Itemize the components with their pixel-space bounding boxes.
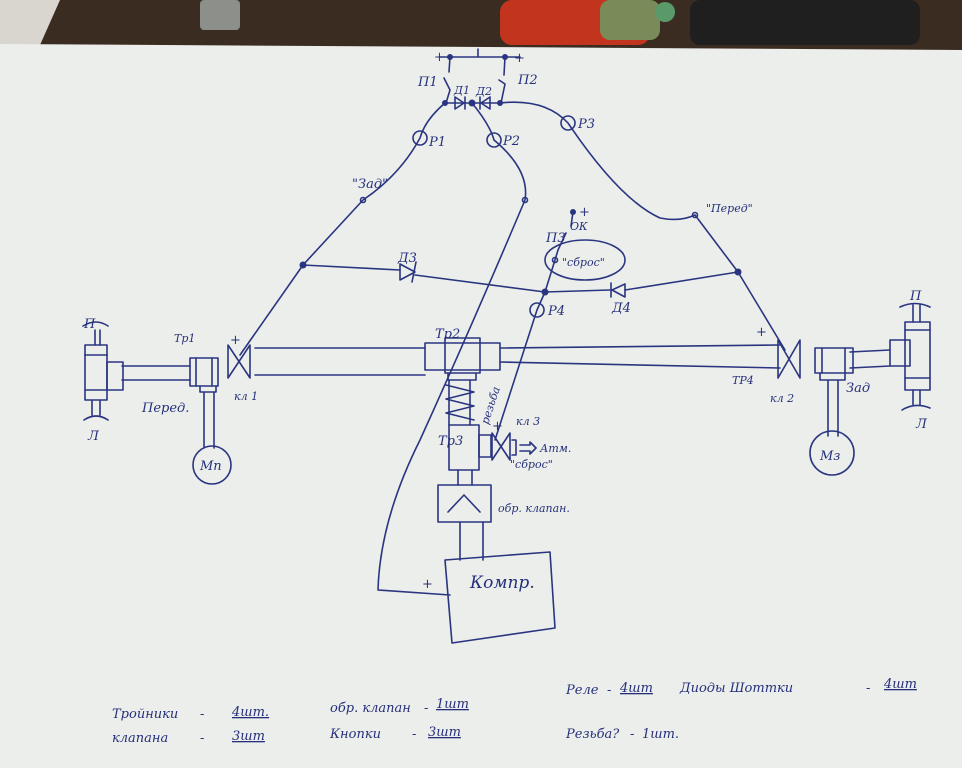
- parts-item-qty: 4шт: [883, 677, 917, 692]
- parts-item-qty: 3шт: [428, 725, 461, 740]
- switches-p1-p2: П1 П2: [417, 56, 538, 104]
- parts-item-name: Тройники: [112, 707, 178, 722]
- left-top-label: П: [83, 317, 96, 332]
- plus-label: +: [579, 205, 590, 220]
- relay-r3-label: Р3: [577, 117, 595, 132]
- dash: -: [424, 701, 428, 716]
- switch-ok-label: ОК: [570, 220, 588, 233]
- parts-item-qty: 3шт: [232, 729, 265, 744]
- valve-v1-label: кл 1: [234, 390, 258, 403]
- relay-r4-label: Р4: [547, 304, 565, 319]
- center-assembly: Тр3 Тр2 резьба кл 3 + Атм. "сброс" обр. …: [422, 327, 571, 644]
- dash: -: [200, 707, 204, 722]
- parts-list: Тройники - 4шт. клапана - 3шт обр. клапа…: [112, 677, 917, 746]
- right-bottom-label: Л: [915, 417, 928, 432]
- device-ok-button: [655, 2, 675, 22]
- dash: -: [866, 681, 870, 696]
- left-bottom-label: Л: [87, 429, 100, 444]
- dash: -: [412, 727, 416, 742]
- parts-item-qty: 4шт.: [231, 705, 269, 720]
- parts-item: Диоды Шоттки - 4шт: [679, 677, 917, 696]
- parts-item-name: клапана: [112, 731, 168, 746]
- parts-item-name: Кнопки: [329, 727, 381, 742]
- parts-item: Тройники - 4шт.: [112, 705, 269, 722]
- diode-d3-label: Д3: [397, 251, 417, 266]
- plus-label: +: [756, 325, 767, 340]
- compressor-label: Компр.: [469, 573, 535, 593]
- motor-mp-label: Мп: [199, 459, 222, 474]
- parts-item-name: обр. клапан: [330, 701, 411, 716]
- parts-item: обр. клапан - 1шт: [330, 697, 469, 716]
- parts-item-name: Диоды Шоттки: [679, 681, 793, 696]
- parts-item: Реле - 4шт: [565, 681, 653, 698]
- device-body: [690, 0, 920, 45]
- dash: -: [607, 683, 611, 698]
- switch-p2-label: П2: [517, 73, 538, 88]
- device-screen: [600, 0, 660, 40]
- relay-r2-label: Р2: [502, 134, 520, 149]
- reset-label: "сброс": [510, 458, 553, 471]
- dash: -: [200, 731, 204, 746]
- diode-d4-label: Д4: [611, 301, 631, 316]
- left-side: П Л Перед. Мп Тр1 кл 1 +: [82, 317, 258, 485]
- rear-node-label: "Зад": [352, 177, 388, 192]
- plus-label: +: [514, 51, 525, 66]
- relay-r1-label: Р1: [428, 135, 446, 150]
- diode-d1-label: Д1: [453, 84, 470, 97]
- parts-item-qty: 1шт.: [642, 727, 679, 742]
- parts-item-name: Реле: [565, 683, 599, 698]
- relays: Р1 Р2 Р3 Р4: [412, 115, 595, 319]
- parts-item: клапана - 3шт: [112, 729, 265, 746]
- paper-corner: [0, 0, 60, 48]
- tee-t4-label: ТР4: [732, 374, 754, 387]
- front-node-label: "Перед": [706, 202, 753, 215]
- parts-item-qty: 4шт: [619, 681, 653, 696]
- switch-p1-label: П1: [417, 75, 438, 90]
- gray-object: [200, 0, 240, 30]
- parts-item-name: Резьба?: [565, 727, 620, 742]
- plus-label: +: [434, 50, 445, 65]
- parts-item-qty: 1шт: [436, 697, 469, 712]
- check-valve-label: обр. клапан.: [498, 502, 570, 515]
- tee-t3-label: Тр3: [438, 434, 463, 449]
- plus-label: +: [492, 419, 503, 434]
- reset-button-label: "сброс": [562, 256, 605, 269]
- right-top-label: П: [909, 289, 922, 304]
- wiring: Д3 Д4 "Зад" "Перед" "сброс" П3 ОК +: [239, 101, 786, 596]
- plus-label: +: [422, 577, 433, 592]
- front-label: Перед.: [141, 401, 189, 416]
- switch-p3-label: П3: [545, 231, 566, 246]
- parts-item: Кнопки - 3шт: [329, 725, 461, 742]
- parts-item: Резьба? - 1шт.: [565, 727, 679, 742]
- tee-t2-label: Тр2: [435, 327, 460, 342]
- main-pipe: [121, 344, 891, 381]
- paper-sheet: [0, 44, 962, 768]
- motor-mz-label: Мз: [819, 449, 840, 464]
- right-side: П Л Зад Мз ТР4 кл 2 +: [732, 289, 931, 476]
- dash: -: [630, 727, 634, 742]
- valve-v2-label: кл 2: [770, 392, 794, 405]
- diode-d2-label: Д2: [475, 85, 492, 98]
- plus-label: +: [230, 333, 241, 348]
- tee-t1-label: Тр1: [174, 332, 195, 345]
- atmosphere-label: Атм.: [539, 442, 571, 455]
- rear-label: Зад: [846, 381, 870, 396]
- valve-v3-label: кл 3: [516, 415, 540, 428]
